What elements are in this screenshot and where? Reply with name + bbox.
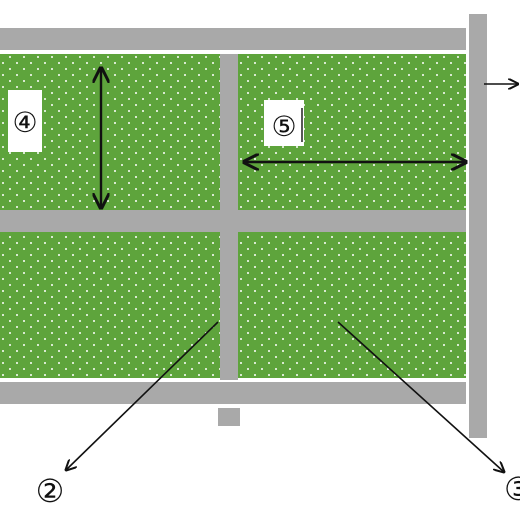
leader-line-panel — [337, 321, 504, 472]
frame-center-post — [220, 54, 238, 380]
mesh-panels — [0, 54, 466, 378]
frame — [0, 14, 487, 438]
panel-bottom-right-dots — [238, 232, 466, 378]
label-four-box — [8, 90, 42, 152]
leader-lines — [66, 84, 518, 472]
frame-bottom-rail — [0, 382, 466, 404]
label-three: ③ — [504, 470, 520, 508]
dimension-arrows — [101, 68, 466, 208]
frame-post-foot — [218, 408, 240, 426]
label-four: ④ — [12, 106, 37, 139]
frame-right-post — [469, 14, 487, 438]
label-two: ② — [36, 472, 65, 510]
frame-top-rail — [0, 28, 466, 50]
label-five: ⑤ — [271, 110, 296, 143]
leader-line-post — [66, 321, 219, 470]
label-five-box — [264, 100, 304, 146]
panel-bottom-left-dots — [0, 232, 220, 378]
